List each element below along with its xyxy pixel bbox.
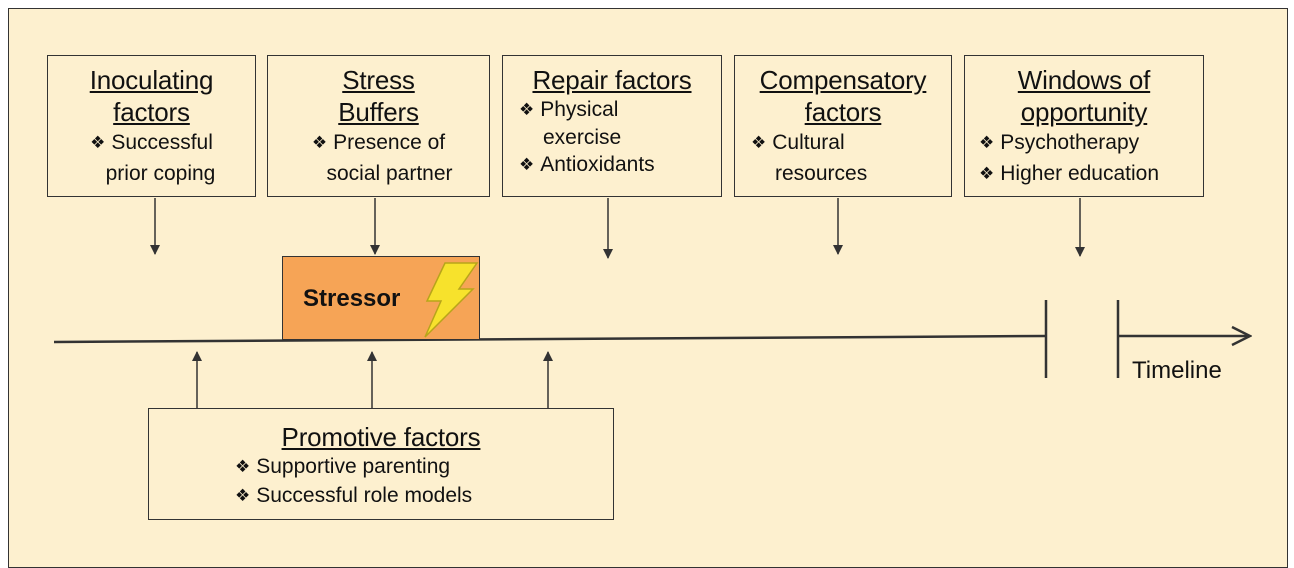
title-line: factors <box>113 97 190 127</box>
box-inoculating: Inoculating factors ❖ Successful prior co… <box>47 55 256 197</box>
timeline-line-left <box>53 334 1047 344</box>
title-line: Stress <box>342 65 415 95</box>
item-text: Antioxidants <box>540 153 655 176</box>
diamond-bullet-icon: ❖ <box>235 486 251 505</box>
timeline-label: Timeline <box>1132 357 1222 384</box>
box-title: Inoculating factors <box>48 64 255 128</box>
title-line: Compensatory <box>759 65 927 95</box>
item-text: Higher education <box>1000 162 1160 185</box>
box-compensatory: Compensatory factors ❖ Cultural resources <box>734 55 952 197</box>
list-item: ❖ Antioxidants <box>519 151 721 179</box>
title-line: Windows of <box>1017 65 1151 95</box>
stressor-box: Stressor <box>282 256 480 340</box>
list-item: ❖ Physical <box>519 96 721 124</box>
list-item: ❖ Presence of <box>268 128 489 159</box>
box-title: Windows of opportunity <box>965 64 1203 128</box>
diamond-bullet-icon: ❖ <box>751 133 767 152</box>
list-item: ❖ Supportive parenting <box>235 453 613 482</box>
item-text-cont: exercise <box>543 126 622 149</box>
item-text: Successful role models <box>256 484 473 507</box>
item-text: Presence of <box>333 131 446 154</box>
diamond-bullet-icon: ❖ <box>979 164 995 183</box>
list-item: ❖ Psychotherapy <box>979 128 1203 159</box>
box-repair: Repair factors ❖ Physical exercise ❖ Antio… <box>502 55 722 197</box>
list-item: ❖ Successful <box>48 128 255 159</box>
title-line: opportunity <box>1020 97 1148 127</box>
lightning-icon <box>424 262 479 338</box>
box-title: Compensatory factors <box>735 64 951 128</box>
diamond-bullet-icon: ❖ <box>311 133 328 152</box>
title-line: Repair factors <box>532 65 692 95</box>
item-text-cont: resources <box>775 162 868 185</box>
box-promotive: Promotive factors ❖ Supportive parenting … <box>148 408 614 520</box>
diamond-bullet-icon: ❖ <box>235 457 251 476</box>
box-title: Repair factors <box>503 64 721 96</box>
box-items: ❖ Psychotherapy ❖ Higher education <box>965 128 1203 190</box>
list-item: ❖ Higher education <box>979 159 1203 190</box>
box-items: ❖ Cultural resources <box>735 128 951 189</box>
item-text: Cultural <box>772 131 845 154</box>
diamond-bullet-icon: ❖ <box>979 133 995 152</box>
box-stress-buffers: Stress Buffers ❖ Presence of social partn… <box>267 55 490 197</box>
diamond-bullet-icon: ❖ <box>519 100 535 119</box>
title-line: factors <box>804 97 882 127</box>
stressor-label: Stressor <box>303 285 401 312</box>
diamond-bullet-icon: ❖ <box>519 155 535 174</box>
item-text: Successful <box>111 131 213 154</box>
item-text-cont: prior coping <box>105 162 216 185</box>
box-title: Stress Buffers <box>268 64 489 128</box>
box-items: ❖ Physical exercise ❖ Antioxidants <box>503 96 721 179</box>
item-text-cont: social partner <box>326 162 453 185</box>
item-text: Physical <box>540 98 619 121</box>
box-windows: Windows of opportunity ❖ Psychotherapy ❖ H… <box>964 55 1204 197</box>
diamond-bullet-icon: ❖ <box>90 133 106 152</box>
title-line: Inoculating <box>89 65 214 95</box>
item-text: Psychotherapy <box>1000 131 1140 154</box>
box-title: Promotive factors <box>281 422 481 452</box>
box-items: ❖ Presence of social partner <box>268 128 489 189</box>
list-item: ❖ Successful role models <box>235 482 613 511</box>
box-items: ❖ Supportive parenting ❖ Successful role m… <box>149 453 613 511</box>
list-item: ❖ Cultural <box>751 128 951 159</box>
item-text: Supportive parenting <box>256 455 451 478</box>
title-line: Buffers <box>338 97 419 127</box>
box-items: ❖ Successful prior coping <box>48 128 255 189</box>
